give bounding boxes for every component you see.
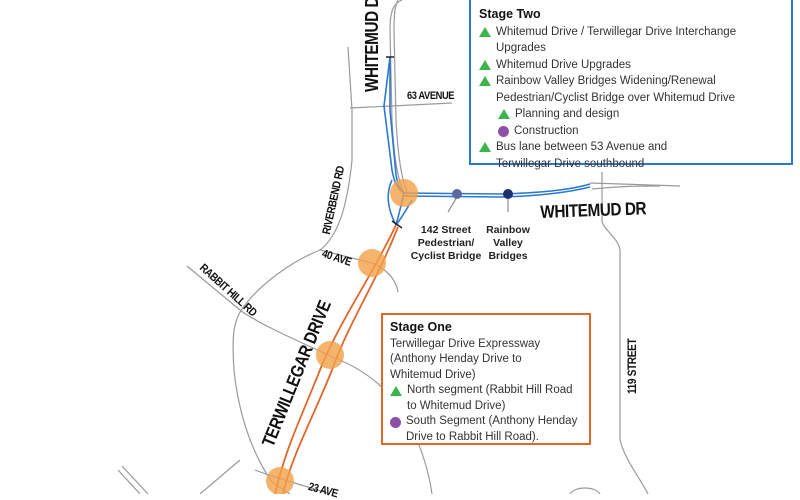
legend-item: Construction: [479, 123, 783, 140]
road-whitemud-east: [589, 182, 681, 187]
stage-two-title: Stage Two: [479, 7, 541, 21]
bridge-label-line: Bridges: [488, 250, 528, 262]
legend-item-text: Bus lane between 53 Avenue and Terwilleg…: [496, 141, 668, 170]
legend-item-text: Rainbow Valley Bridges Widening/Renewal: [496, 75, 716, 87]
stage-one-description: Terwillegar Drive Expressway (Anthony He…: [390, 337, 541, 381]
legend-item-text: Pedestrian/Cyclist Bridge over Whitemud …: [496, 91, 736, 104]
legend-item: North segment (Rabbit Hill Road to White…: [390, 383, 583, 414]
bridge-rainbow-valley-marker[interactable]: [503, 189, 513, 199]
interchange-whitemud: [390, 179, 418, 207]
bridge-label-line: Valley: [493, 237, 523, 249]
circle-marker-icon: [390, 417, 401, 428]
stage-one-title: Stage One: [390, 320, 452, 334]
triangle-marker-icon: [479, 142, 491, 152]
label-rainbow-valley-bridges: Rainbow Valley Bridges: [480, 224, 536, 263]
interchanges: [266, 179, 418, 494]
road-63-avenue: [349, 102, 453, 109]
whitemud-east-upgrade: [403, 183, 591, 195]
legend-item: Pedestrian/Cyclist Bridge over Whitemud …: [479, 90, 783, 107]
legend-item-text: Whitemud Drive Upgrades: [496, 58, 631, 71]
triangle-marker-icon: [479, 59, 491, 70]
bridge-label-line: Cyclist Bridge: [410, 250, 482, 262]
legend-item-text: Whitemud Drive / Terwillegar Drive Inter…: [496, 25, 737, 55]
legend-item: Planning and design: [479, 106, 783, 123]
triangle-marker-icon: [479, 76, 491, 86]
whitemud-east-upgrade-2: [403, 186, 591, 198]
label-142-street-bridge: 142 Street Pedestrian/ Cyclist Bridge: [408, 224, 484, 263]
label-119-street: 119 STREET: [625, 338, 639, 394]
legend-item: South Segment (Anthony Henday Drive to R…: [390, 414, 583, 445]
triangle-marker-icon: [498, 109, 510, 119]
triangle-marker-icon: [479, 26, 491, 37]
whitemud-north-road: [389, 0, 405, 194]
interchange-40-ave: [358, 249, 386, 277]
stage-two-legend: Stage Two Whitemud Drive / Terwillegar D…: [469, 0, 793, 170]
road-119-street: [601, 172, 649, 494]
bridge-leaders: [447, 196, 509, 213]
bridge-label-line: 142 Street: [420, 224, 472, 236]
road-whitemud-east-2: [591, 185, 661, 190]
legend-item-text: Planning and design: [515, 108, 620, 120]
whitemud-north-road-2: [393, 0, 408, 193]
legend-item: Whitemud Drive Upgrades: [479, 57, 783, 74]
label-whitemud-dr-vertical: WHITEMUD DR: [362, 0, 382, 92]
road-sw: [117, 459, 241, 494]
legend-item-text: South Segment (Anthony Henday Drive to R…: [406, 415, 578, 443]
road-bottom-arc: [569, 487, 601, 494]
legend-item-text: Construction: [514, 124, 579, 137]
circle-marker-icon: [498, 125, 509, 137]
road-riverbend: [232, 46, 353, 494]
interchange-23-ave: [266, 467, 294, 494]
legend-item: Whitemud Drive / Terwillegar Drive Inter…: [479, 24, 783, 57]
label-63-avenue: 63 AVENUE: [407, 90, 455, 102]
legend-item: Rainbow Valley Bridges Widening/Renewal: [479, 73, 783, 90]
triangle-marker-icon: [390, 386, 402, 396]
legend-item-text: North segment (Rabbit Hill Road to White…: [407, 384, 573, 412]
bridge-142-street-marker[interactable]: [452, 189, 462, 199]
project-limit-marks: [386, 56, 403, 229]
bridge-label-line: Rainbow: [486, 224, 530, 236]
road-rabbit-hill: [186, 265, 433, 494]
label-whitemud-dr: WHITEMUD DR: [540, 198, 647, 222]
bridge-label-line: Pedestrian/: [417, 237, 475, 249]
interchange-rabbit-hill: [316, 341, 344, 369]
stage-one-legend: Stage One Terwillegar Drive Expressway (…: [381, 313, 591, 445]
legend-item: Bus lane between 53 Avenue and Terwilleg…: [479, 139, 783, 172]
